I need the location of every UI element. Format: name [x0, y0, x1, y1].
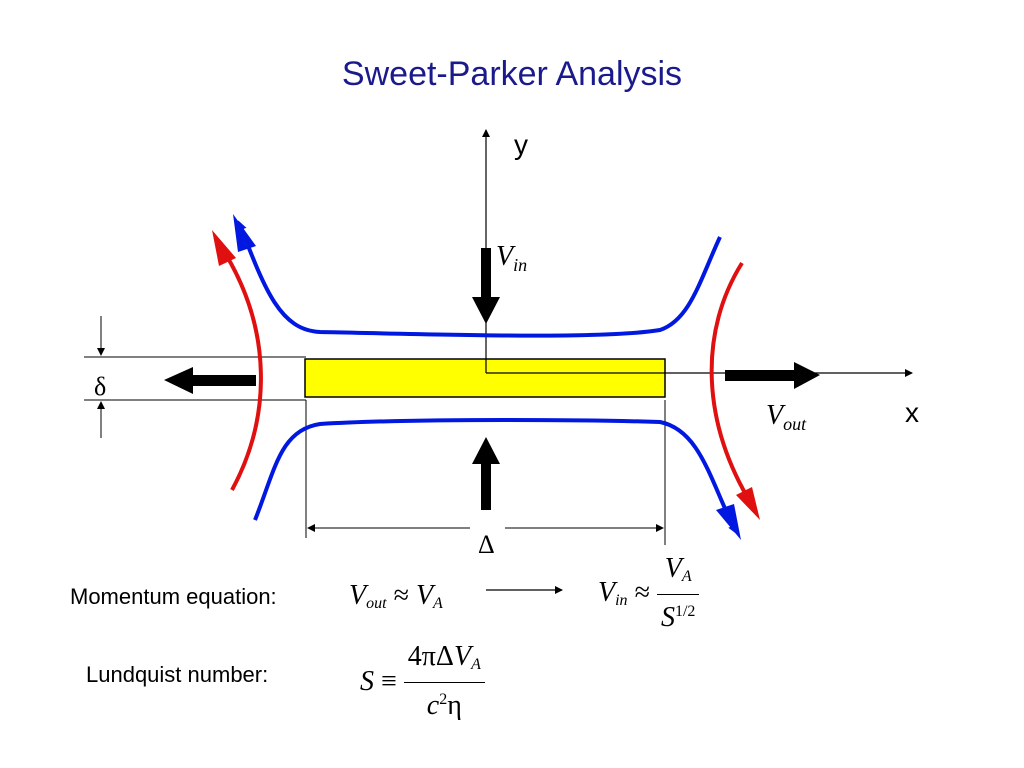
delta-small-label: δ — [94, 372, 106, 401]
momentum-rhs-expression: Vin ≈ VA S1/2 — [598, 552, 700, 635]
axis-y-label: y — [514, 129, 528, 160]
field-line-bottom-arrowhead — [716, 504, 741, 540]
inflow-arrow-bottom — [472, 437, 500, 510]
v-in-label: Vin — [496, 241, 527, 275]
lundquist-expression: S ≡ 4πΔVA c2η — [360, 640, 485, 723]
axis-x-label: x — [905, 397, 919, 428]
field-line-bottom — [253, 418, 738, 535]
momentum-rhs-fraction: VA S1/2 — [656, 552, 700, 635]
inflow-arrow-top — [472, 248, 500, 324]
delta-large-label: Δ — [478, 530, 495, 559]
flow-line-right — [709, 261, 754, 507]
lundquist-fraction: 4πΔVA c2η — [403, 640, 485, 723]
momentum-equation-label: Momentum equation: — [70, 584, 277, 609]
momentum-lhs-expression: Vout ≈ VA — [349, 580, 443, 612]
page-title: Sweet-Parker Analysis — [341, 55, 683, 93]
flow-line-right-arrowhead — [736, 487, 760, 520]
current-sheet — [304, 358, 666, 398]
field-line-top-arrowhead — [233, 214, 256, 252]
field-line-top — [237, 220, 722, 338]
flow-line-left-arrowhead — [212, 230, 236, 266]
v-out-label: Vout — [766, 400, 807, 434]
outflow-arrow-left — [164, 367, 256, 394]
outflow-arrow-right — [725, 362, 820, 389]
flow-line-left — [218, 243, 263, 491]
lundquist-number-label: Lundquist number: — [86, 662, 269, 687]
